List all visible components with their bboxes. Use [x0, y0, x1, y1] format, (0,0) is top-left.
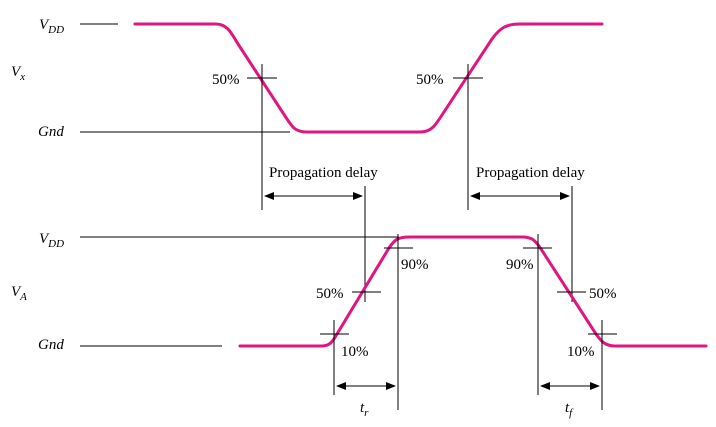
propagation-delay-left-label: Propagation delay — [269, 165, 378, 181]
bottom-signal-label: VA — [11, 284, 27, 303]
bottom-50pct-rise-label: 50% — [316, 286, 344, 302]
propagation-delay-right-label: Propagation delay — [476, 165, 585, 181]
rise-time-label: tr — [360, 400, 369, 419]
top-waveform — [133, 22, 604, 134]
fall-time-label: tf — [565, 400, 574, 419]
top-gnd-label: Gnd — [38, 124, 64, 140]
top-50pct-left-label: 50% — [212, 72, 240, 88]
bottom-10pct-fall-label: 10% — [567, 344, 595, 360]
bottom-waveform-section: VDD VA Gnd 10% 50% 90% 90% 50% 10% — [11, 231, 708, 419]
top-waveform-section: VDD Vx Gnd 50% 50% — [11, 17, 604, 210]
top-vdd-label: VDD — [39, 17, 64, 36]
bottom-waveform — [238, 235, 708, 348]
bottom-90pct-rise-label: 90% — [401, 257, 429, 273]
top-50pct-right-label: 50% — [416, 72, 444, 88]
top-signal-label: Vx — [11, 64, 25, 83]
bottom-gnd-label: Gnd — [38, 337, 64, 353]
bottom-10pct-rise-label: 10% — [341, 344, 369, 360]
bottom-90pct-fall-label: 90% — [506, 257, 534, 273]
bottom-vdd-label: VDD — [39, 231, 64, 250]
bottom-50pct-fall-label: 50% — [589, 286, 617, 302]
propagation-delay-section: Propagation delay Propagation delay — [264, 165, 585, 302]
